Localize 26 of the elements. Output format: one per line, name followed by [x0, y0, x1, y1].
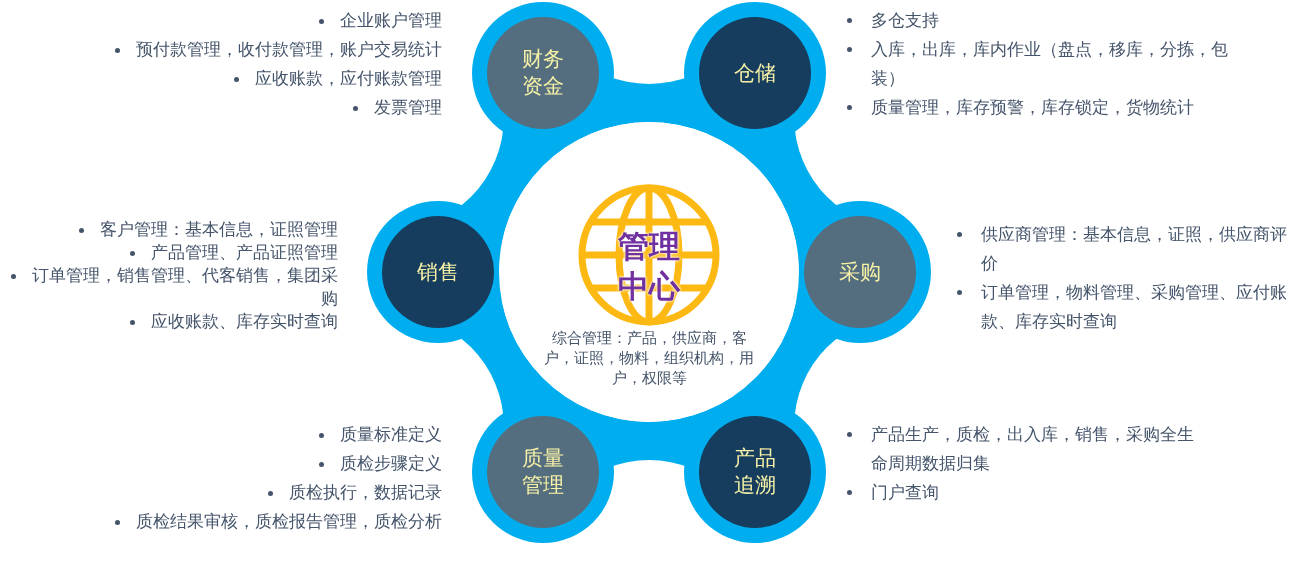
bullet-item: 应收账款，应付账款管理 — [42, 64, 442, 93]
bullet-item: 质检步骤定义 — [112, 449, 442, 478]
bullet-item: 入库，出库，库内作业（盘点，移库，分拣，包装） — [845, 35, 1235, 93]
bullet-item: 供应商管理：基本信息，证照，供应商评价 — [955, 220, 1295, 278]
module-label: 质量管理 — [521, 445, 565, 499]
module-label: 产品追溯 — [733, 445, 777, 499]
module-label: 采购 — [838, 258, 882, 286]
bullet-item: 订单管理，物料管理、采购管理、应付账款、库存实时查询 — [955, 278, 1295, 336]
bullet-item: 应收账款、库存实时查询 — [8, 310, 338, 333]
bullet-item: 质检执行，数据记录 — [112, 478, 442, 507]
bullet-item: 多仓支持 — [845, 6, 1235, 35]
module-label: 销售 — [416, 258, 460, 286]
bullet-item: 质量标准定义 — [112, 420, 442, 449]
bullet-item: 门户查询 — [845, 478, 1205, 507]
bullet-item: 质量管理，库存预警，库存锁定，货物统计 — [845, 93, 1235, 122]
bullet-item: 客户管理：基本信息，证照管理 — [8, 218, 338, 241]
bullet-item: 发票管理 — [42, 93, 442, 122]
bullet-item: 预付款管理，收付款管理，账户交易统计 — [42, 35, 442, 64]
bullet-item: 质检结果审核，质检报告管理，质检分析 — [112, 507, 442, 536]
bullet-item: 产品生产，质检，出入库，销售，采购全生命周期数据归集 — [845, 420, 1205, 478]
bullet-item: 订单管理，销售管理、代客销售，集团采购 — [8, 264, 338, 310]
module-label: 财务资金 — [521, 46, 565, 100]
module-label: 仓储 — [733, 59, 777, 87]
bullet-item: 产品管理、产品证照管理 — [8, 241, 338, 264]
hub-description: 综合管理：产品，供应商，客户，证照，物料，组织机构，用户，权限等 — [544, 328, 754, 388]
bullet-item: 企业账户管理 — [42, 6, 442, 35]
